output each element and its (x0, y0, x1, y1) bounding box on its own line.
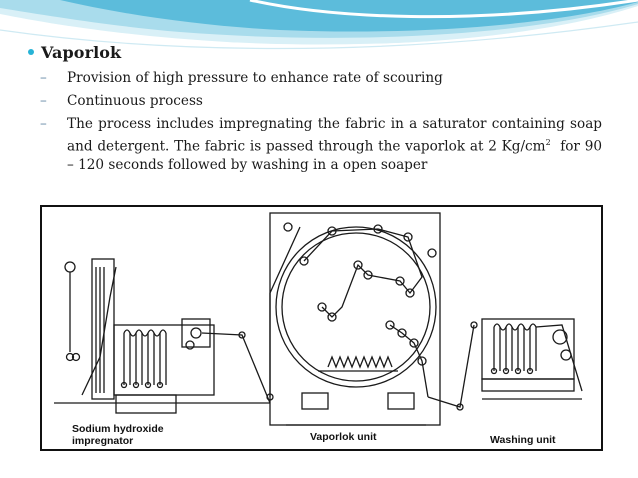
slide-heading: Vaporlok (28, 43, 121, 62)
dash-icon: – (40, 93, 47, 109)
diagram-drawing (54, 212, 583, 426)
vaporlok-unit-label: Vaporlok unit (310, 431, 377, 443)
impregnator-unit (54, 258, 270, 414)
bullet-text: Continuous process (67, 93, 203, 109)
washing-unit (481, 318, 583, 400)
dash-icon: – (40, 70, 47, 86)
dash-icon: – (40, 116, 47, 132)
bullet-text-paragraph: The process includes impregnating the fa… (67, 115, 602, 174)
bullet-dot-icon (28, 49, 34, 55)
impregnator-label-line1: Sodium hydroxide (72, 423, 164, 435)
bullet-text-tail: for 90 – 120 seconds followed by washing… (67, 138, 602, 173)
slide-heading-text: Vaporlok (41, 43, 122, 62)
vaporlok-diagram: Sodium hydroxide impregnator Vaporlok un… (40, 205, 603, 451)
washing-unit-label: Washing unit (490, 434, 556, 446)
impregnator-label: Sodium hydroxide impregnator (72, 423, 164, 447)
header-wave-decoration (0, 0, 638, 50)
vaporlok-unit (269, 212, 441, 426)
bullet-text: Provision of high pressure to enhance ra… (67, 70, 443, 86)
bullet-item-3: – The process includes impregnating the … (40, 115, 602, 174)
bullet-text: The process includes impregnating the fa… (67, 116, 602, 155)
bullet-item-2: – Continuous process (40, 92, 602, 111)
superscript: 2 (545, 137, 551, 147)
impregnator-label-line2: impregnator (72, 435, 134, 447)
bullet-item-1: – Provision of high pressure to enhance … (40, 69, 602, 88)
